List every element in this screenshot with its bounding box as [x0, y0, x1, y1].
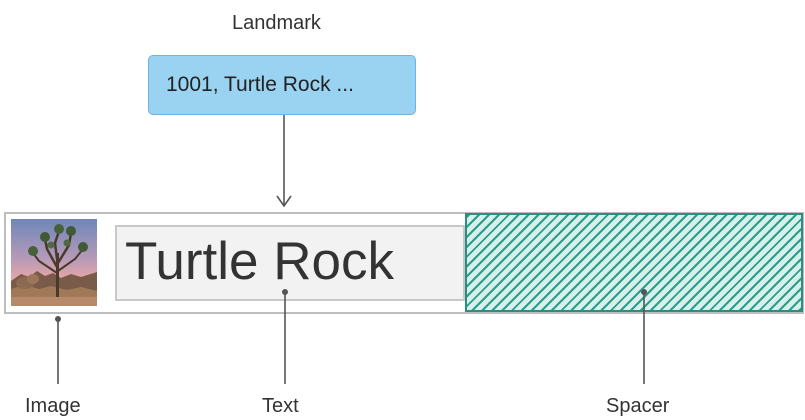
text-leader-dot [282, 289, 288, 295]
text-view: Turtle Rock [115, 225, 465, 301]
landmark-image [11, 219, 97, 306]
image-leader-dot [55, 316, 61, 322]
landmark-value: 1001, Turtle Rock ... [166, 73, 354, 96]
label-image: Image [25, 395, 81, 417]
landmark-box: 1001, Turtle Rock ... [148, 55, 416, 115]
spacer-area [465, 213, 803, 312]
spacer-leader-dot [641, 289, 647, 295]
label-text: Text [262, 395, 299, 417]
label-spacer: Spacer [606, 395, 670, 417]
landmark-arrow-head [276, 195, 292, 208]
joshua-tree-photo-icon [11, 219, 97, 306]
landmark-name-text: Turtle Rock [125, 232, 394, 291]
landmark-title: Landmark [232, 12, 321, 34]
